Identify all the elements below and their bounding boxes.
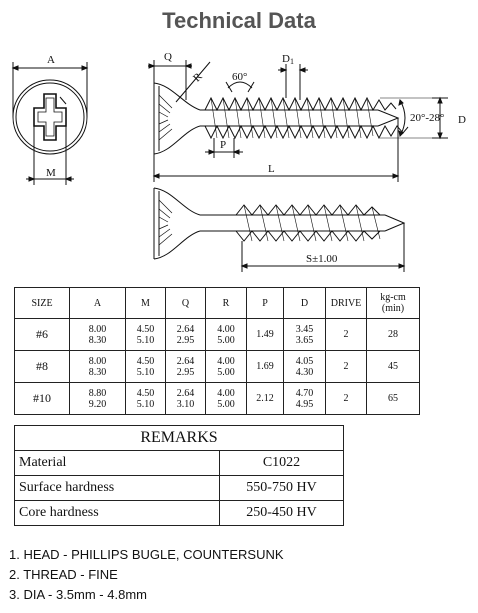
spec-table: SIZE A M Q R P D DRIVE kg-cm(min) #6 8.0…	[14, 287, 420, 415]
screw-side-view	[148, 60, 448, 182]
remarks-label: Material	[14, 450, 220, 476]
remarks-title: REMARKS	[14, 425, 344, 451]
cell-drive: 2	[325, 350, 367, 383]
cell-drive: 2	[325, 318, 367, 351]
dim-label-a: A	[47, 54, 55, 66]
remarks-table: REMARKS Material C1022 Surface hardness …	[14, 425, 344, 526]
remarks-row: Surface hardness 550-750 HV	[14, 475, 344, 501]
remarks-value: C1022	[219, 450, 344, 476]
note-item: 1. HEAD - PHILLIPS BUGLE, COUNTERSUNK	[9, 547, 284, 562]
page-title: Technical Data	[162, 8, 316, 33]
col-header-d: D	[283, 287, 326, 319]
cell-drive: 2	[325, 382, 367, 415]
dim-label-angle: 60°	[232, 71, 247, 83]
remarks-row: Core hardness 250-450 HV	[14, 500, 344, 526]
cell-size: #10	[14, 382, 70, 415]
cell-p: 1.69	[246, 350, 284, 383]
screw-side-view-coarse	[153, 187, 406, 272]
dim-label-m: M	[46, 167, 56, 179]
cell-p: 1.49	[246, 318, 284, 351]
cell-kgcm: 45	[366, 350, 420, 383]
col-header-m: M	[125, 287, 166, 319]
cell-p: 2.12	[246, 382, 284, 415]
col-header-q: Q	[165, 287, 206, 319]
remarks-row: Material C1022	[14, 450, 344, 476]
cell-kgcm: 28	[366, 318, 420, 351]
technical-drawing: A M	[11, 51, 466, 272]
col-header-kgcm: kg-cm(min)	[366, 287, 420, 319]
remarks-value: 250-450 HV	[219, 500, 344, 526]
notes-list: 1. HEAD - PHILLIPS BUGLE, COUNTERSUNK 2.…	[9, 545, 284, 605]
cell-kgcm: 65	[366, 382, 420, 415]
remarks-label: Surface hardness	[14, 475, 220, 501]
dim-label-p: P	[220, 139, 226, 151]
dim-label-l: L	[268, 163, 275, 175]
dim-label-s: S±1.00	[306, 253, 338, 265]
dim-label-d: D	[458, 114, 466, 126]
note-item: 3. DIA - 3.5mm - 4.8mm	[9, 587, 147, 602]
dim-label-tip-angle: 20°-28°	[410, 112, 444, 124]
col-header-size: SIZE	[14, 287, 70, 319]
col-header-drive: DRIVE	[325, 287, 367, 319]
spec-table-header: SIZE A M Q R P D DRIVE kg-cm(min)	[14, 287, 420, 319]
dim-label-d1: D1	[282, 53, 294, 66]
cell-size: #6	[14, 318, 70, 351]
col-header-p: P	[246, 287, 284, 319]
col-header-a: A	[69, 287, 126, 319]
dim-label-q: Q	[164, 51, 172, 63]
remarks-value: 550-750 HV	[219, 475, 344, 501]
remarks-label: Core hardness	[14, 500, 220, 526]
note-item: 2. THREAD - FINE	[9, 567, 118, 582]
cell-size: #8	[14, 350, 70, 383]
head-front-view	[11, 62, 89, 185]
col-header-r: R	[205, 287, 247, 319]
